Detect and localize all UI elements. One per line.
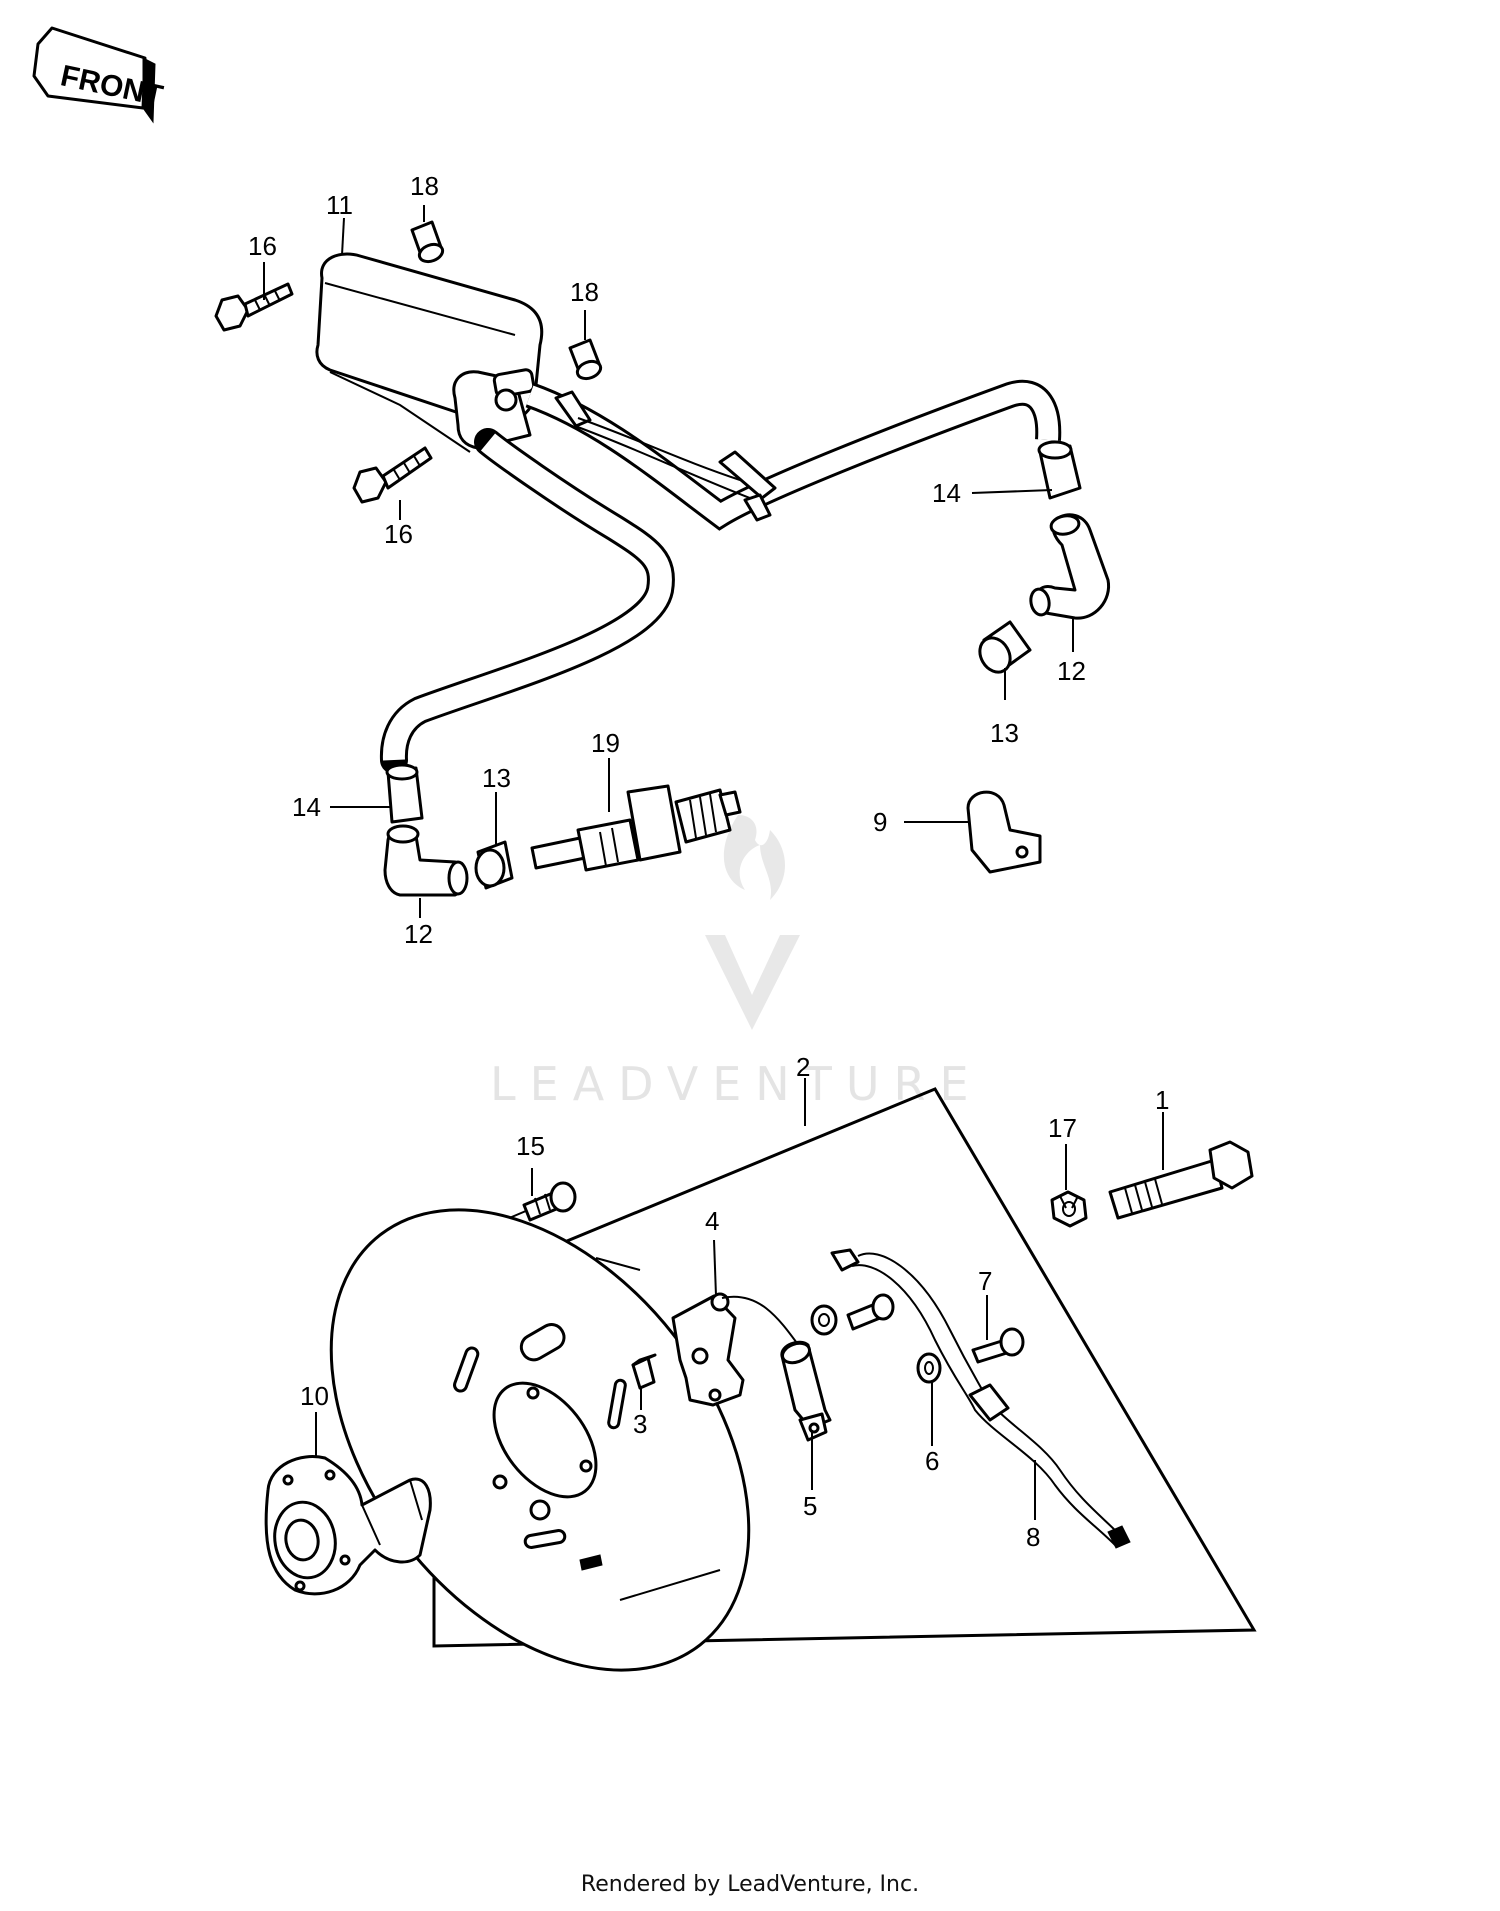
screw-small [846, 1293, 895, 1331]
callout-19: 19 [591, 728, 620, 758]
callout-15: 15 [516, 1131, 545, 1161]
callout-1: 1 [1155, 1085, 1169, 1115]
callout-7: 7 [978, 1266, 992, 1296]
condenser-5 [780, 1340, 832, 1442]
collar-18-b [568, 338, 603, 381]
washer-small [810, 1304, 838, 1336]
base-plate [329, 1208, 751, 1672]
callout-13-right: 13 [990, 718, 1019, 748]
high-tension-lead-right [525, 379, 1062, 531]
callout-10: 10 [300, 1381, 329, 1411]
bolt-16-upper [214, 282, 294, 332]
seal-13-left [474, 840, 514, 890]
callout-13-left: 13 [482, 763, 511, 793]
spark-plug-19 [530, 784, 742, 872]
cam-advancer-10 [264, 1455, 432, 1596]
bolt-1 [1108, 1140, 1254, 1220]
contact-points-4 [671, 1292, 803, 1407]
callout-2: 2 [796, 1052, 810, 1082]
front-arrow-icon: FRONT [32, 26, 166, 124]
plug-cap-14-right [1037, 440, 1082, 500]
callout-18-b: 18 [570, 277, 599, 307]
callout-16-upper: 16 [248, 231, 277, 261]
felt-3 [631, 1353, 657, 1390]
leadventure-watermark-logo: LEADVENTURE [490, 815, 983, 1111]
watermark-text: LEADVENTURE [490, 1057, 983, 1111]
leader-lines [263, 205, 1164, 1520]
callout-8: 8 [1026, 1522, 1040, 1552]
callout-14-right: 14 [932, 478, 961, 508]
screw-7 [971, 1327, 1025, 1364]
callout-9: 9 [873, 807, 887, 837]
callout-16-lower: 16 [384, 519, 413, 549]
callout-3: 3 [633, 1409, 647, 1439]
callout-4: 4 [705, 1206, 719, 1236]
callout-12-right: 12 [1057, 656, 1086, 686]
callout-labels: 1 2 3 4 5 6 7 8 9 10 11 12 12 13 13 14 1… [248, 171, 1169, 1552]
seal-13-right [978, 620, 1032, 674]
clamp-9 [966, 790, 1042, 874]
callout-5: 5 [803, 1491, 817, 1521]
high-tension-lead-left [379, 428, 675, 774]
plug-boot-12-left [383, 824, 469, 897]
screw-15 [522, 1181, 577, 1222]
plug-cap-14-left [385, 763, 424, 824]
ignition-coil-part [315, 252, 544, 453]
callout-11: 11 [326, 190, 353, 220]
bolt-16-lower [352, 446, 433, 504]
callout-17: 17 [1048, 1113, 1077, 1143]
washer-6 [916, 1352, 942, 1384]
primary-wires [554, 390, 777, 522]
collar-18-a [410, 220, 445, 264]
callout-18-a: 18 [410, 171, 439, 201]
footer-credit: Rendered by LeadVenture, Inc. [580, 1872, 920, 1897]
lead-wire-8 [830, 1248, 1131, 1549]
plug-boot-12-right [1029, 513, 1111, 620]
callout-6: 6 [925, 1446, 939, 1476]
nut-17 [1050, 1190, 1088, 1228]
callout-12-left: 12 [404, 919, 433, 949]
callout-14-left: 14 [292, 792, 321, 822]
